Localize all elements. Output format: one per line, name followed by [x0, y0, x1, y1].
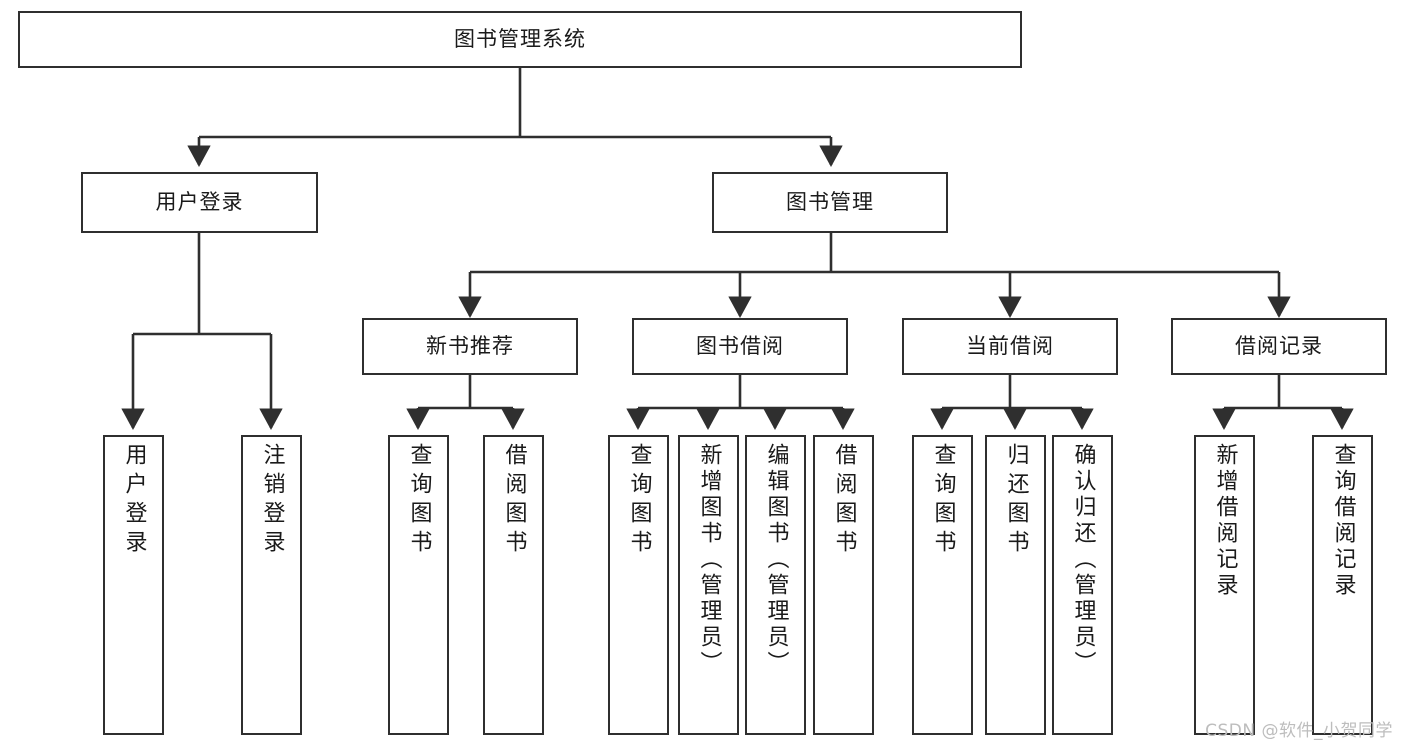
leaf-query-borrow-record-label: 查询借阅记录	[1330, 443, 1356, 599]
leaf-return-book[interactable]: 归还图书	[985, 435, 1046, 735]
leaf-borrow-book-newbook-label: 借阅图书	[501, 443, 527, 559]
leaf-add-book-admin-label: 新增图书（管理员）	[696, 443, 722, 677]
leaf-query-book-borrow[interactable]: 查询图书	[608, 435, 669, 735]
leaf-query-book-newbook-label: 查询图书	[406, 443, 432, 559]
leaf-borrow-book-newbook[interactable]: 借阅图书	[483, 435, 544, 735]
node-root-label: 图书管理系统	[454, 27, 586, 52]
node-root[interactable]: 图书管理系统	[18, 11, 1022, 68]
leaf-borrow-book-borrow[interactable]: 借阅图书	[813, 435, 874, 735]
leaf-query-book-borrow-label: 查询图书	[626, 443, 652, 559]
leaf-user-login[interactable]: 用户登录	[103, 435, 164, 735]
node-book-management[interactable]: 图书管理	[712, 172, 948, 233]
node-current-borrow[interactable]: 当前借阅	[902, 318, 1118, 375]
leaf-return-book-label: 归还图书	[1003, 443, 1029, 559]
node-user-login[interactable]: 用户登录	[81, 172, 318, 233]
node-borrow-record[interactable]: 借阅记录	[1171, 318, 1387, 375]
node-new-book-recommend-label: 新书推荐	[426, 334, 514, 359]
node-new-book-recommend[interactable]: 新书推荐	[362, 318, 578, 375]
node-book-borrow-label: 图书借阅	[696, 334, 784, 359]
leaf-query-book-current-label: 查询图书	[930, 443, 956, 559]
leaf-user-login-label: 用户登录	[121, 443, 147, 559]
watermark-text: CSDN @软件_小贺同学	[1205, 721, 1393, 741]
leaf-query-book-newbook[interactable]: 查询图书	[388, 435, 449, 735]
leaf-borrow-book-borrow-label: 借阅图书	[831, 443, 857, 559]
leaf-confirm-return-admin-label: 确认归还（管理员）	[1070, 443, 1096, 677]
leaf-edit-book-admin[interactable]: 编辑图书（管理员）	[745, 435, 806, 735]
leaf-logout[interactable]: 注销登录	[241, 435, 302, 735]
node-user-login-label: 用户登录	[155, 190, 244, 215]
node-current-borrow-label: 当前借阅	[966, 334, 1054, 359]
leaf-add-borrow-record[interactable]: 新增借阅记录	[1194, 435, 1255, 735]
leaf-add-book-admin[interactable]: 新增图书（管理员）	[678, 435, 739, 735]
leaf-query-borrow-record[interactable]: 查询借阅记录	[1312, 435, 1373, 735]
leaf-confirm-return-admin[interactable]: 确认归还（管理员）	[1052, 435, 1113, 735]
node-book-borrow[interactable]: 图书借阅	[632, 318, 848, 375]
leaf-add-borrow-record-label: 新增借阅记录	[1212, 443, 1238, 599]
node-book-management-label: 图书管理	[786, 190, 874, 215]
leaf-logout-label: 注销登录	[259, 443, 285, 559]
node-borrow-record-label: 借阅记录	[1235, 334, 1323, 359]
leaf-edit-book-admin-label: 编辑图书（管理员）	[763, 443, 789, 677]
leaf-query-book-current[interactable]: 查询图书	[912, 435, 973, 735]
